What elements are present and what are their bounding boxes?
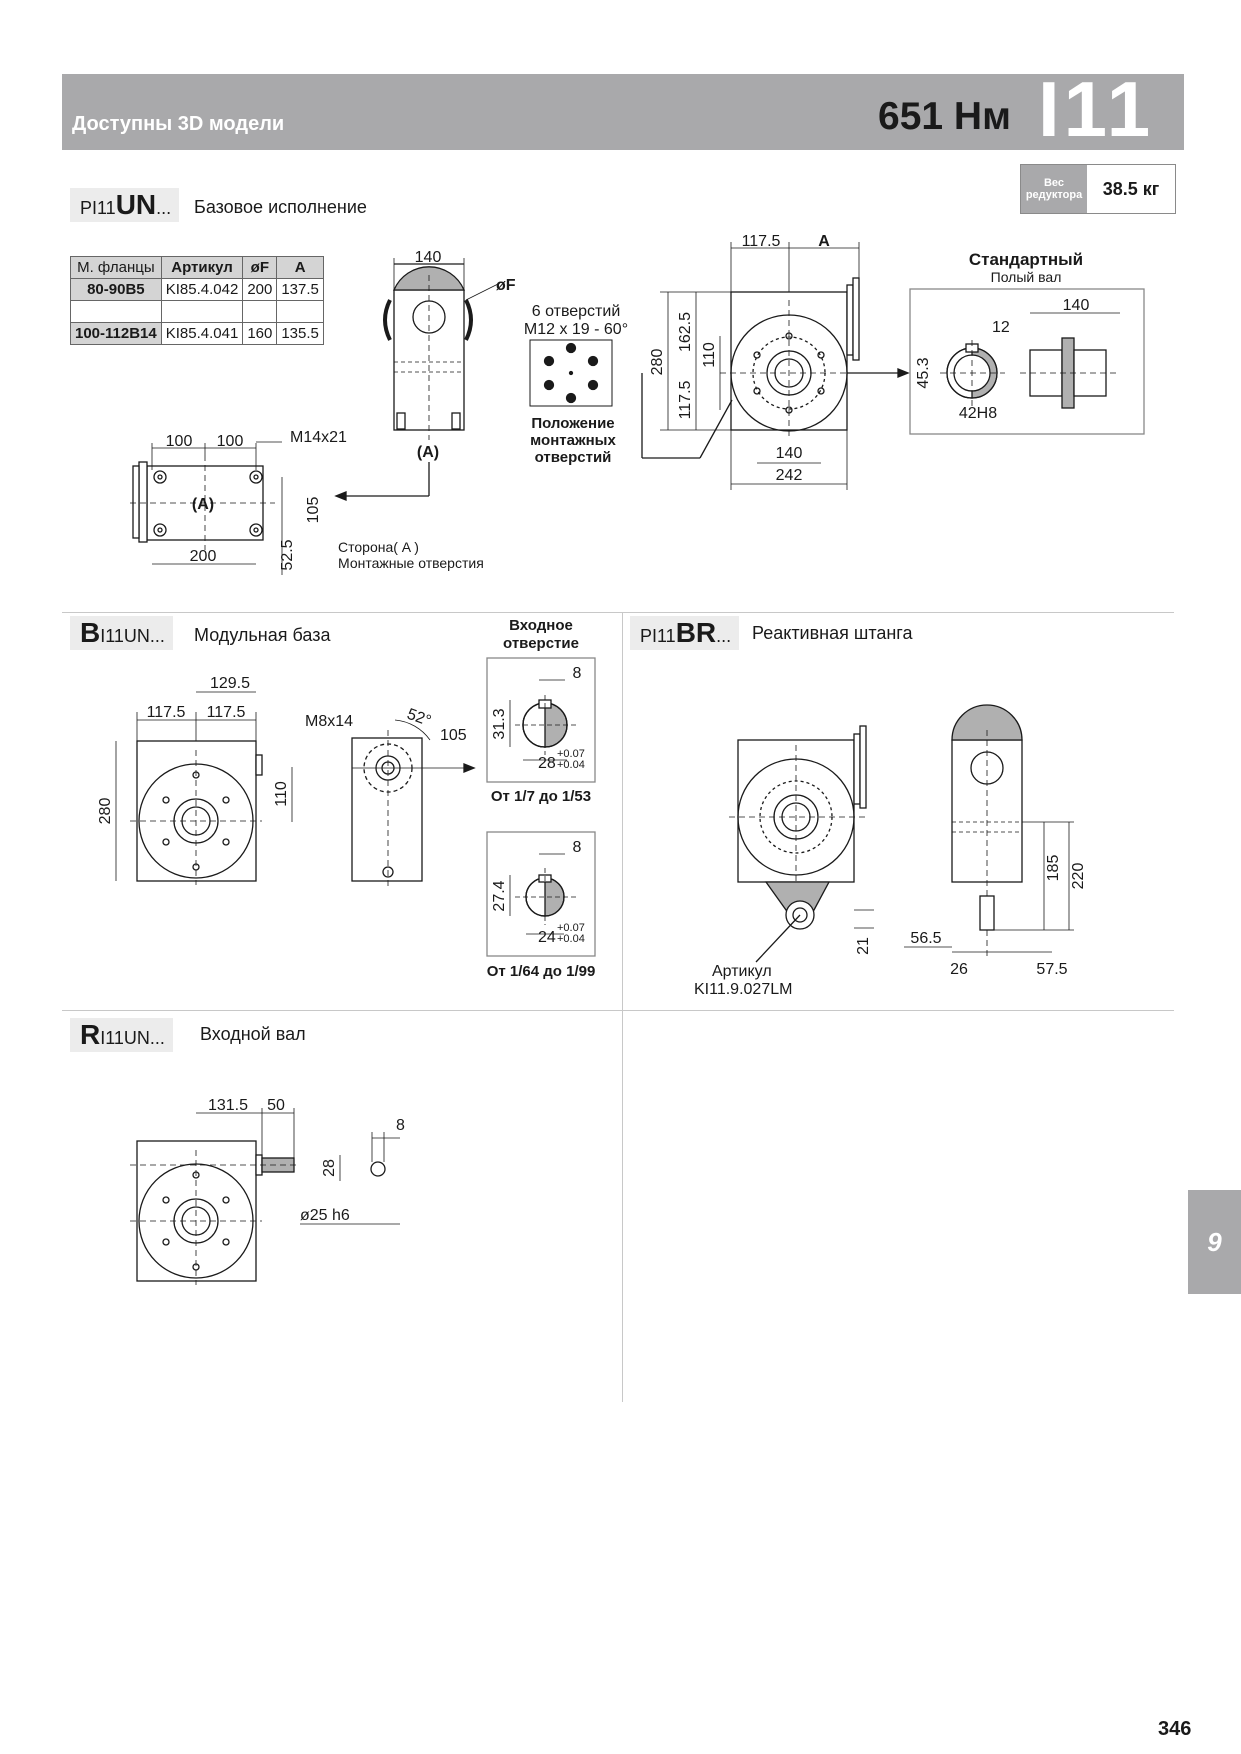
svg-text:+0.04: +0.04 [557,933,585,945]
svg-text:26: 26 [950,961,968,978]
header-bar [62,74,1184,150]
svg-text:27.4: 27.4 [491,880,508,911]
svg-text:øF: øF [496,277,516,294]
svg-text:110: 110 [701,342,718,368]
svg-text:50: 50 [267,1097,285,1114]
svg-text:8: 8 [396,1117,405,1134]
svg-text:105: 105 [440,727,467,744]
svg-text:12: 12 [992,319,1010,336]
svg-text:(A): (A) [417,444,439,461]
th-a: A [276,256,324,279]
svg-text:Сторона( A ): Сторона( A ) [338,539,419,555]
svg-text:52°: 52° [405,706,434,730]
svg-text:Монтажные отверстия: Монтажные отверстия [338,555,484,571]
svg-text:220: 220 [1070,863,1087,890]
section-title-torque-arm: Реактивная штанга [752,623,913,643]
svg-text:M12 x 19 - 60°: M12 x 19 - 60° [524,321,628,338]
input-shaft-drawings: 131.5 50 8 28 ø25 h6 [130,1097,405,1285]
section-title-base: Базовое исполнение [194,197,367,217]
torque-arm-drawings: 185 220 21 56.5 26 57.5 Артикул KI11.9.0… [694,704,1087,998]
svg-text:42H8: 42H8 [959,405,997,422]
svg-text:56.5: 56.5 [910,930,941,947]
svg-text:M14x21: M14x21 [290,429,347,446]
svg-text:117.5: 117.5 [742,233,781,250]
section-title-modular: Модульная база [194,625,331,645]
svg-text:От 1/7 до 1/53: От 1/7 до 1/53 [491,788,591,805]
flange-table: М. фланцы Артикул øF A 80-90B5 KI85.4.04… [70,256,324,345]
svg-text:31.3: 31.3 [491,708,508,739]
svg-text:+0.07: +0.07 [557,922,585,934]
svg-text:140: 140 [1063,297,1090,314]
svg-text:Полый вал: Полый вал [991,269,1062,285]
divider [622,612,623,1402]
svg-text:105: 105 [305,497,322,524]
svg-text:140: 140 [415,249,442,266]
svg-text:129.5: 129.5 [210,675,250,692]
divider [62,612,1174,613]
svg-text:A: A [818,233,830,250]
3d-models-label[interactable]: Доступны 3D модели [72,113,285,135]
svg-text:57.5: 57.5 [1036,961,1067,978]
svg-text:От 1/64 до 1/99: От 1/64 до 1/99 [487,963,596,980]
svg-text:131.5: 131.5 [208,1097,248,1114]
svg-text:52.5: 52.5 [279,539,296,570]
th-article: Артикул [160,256,244,279]
section-title-input-shaft: Входной вал [200,1024,306,1044]
svg-text:45.3: 45.3 [915,357,932,388]
svg-text:8: 8 [573,665,582,682]
svg-text:Входное: Входное [509,617,573,634]
svg-text:KI11.9.027LM: KI11.9.027LM [694,981,792,998]
svg-text:200: 200 [190,548,217,565]
svg-text:Артикул: Артикул [712,963,772,980]
svg-text:отверстий: отверстий [535,449,612,466]
svg-text:162.5: 162.5 [677,312,694,352]
svg-text:Положение: Положение [531,415,614,432]
svg-text:140: 140 [776,445,803,462]
svg-text:280: 280 [97,798,114,825]
svg-text:24: 24 [538,929,556,946]
base-drawings: 140 øF (A) 100 100 M14x21 (A) 200 105 52… [130,233,1145,575]
divider [62,1010,1174,1011]
weight-value: 38.5 кг [1102,178,1160,199]
svg-text:185: 185 [1045,855,1062,882]
svg-text:8: 8 [573,839,582,856]
svg-text:28: 28 [321,1159,338,1177]
modular-drawings: Входное отверстие 129.5 117.5 117.5 280 … [97,617,596,980]
torque-title: 651 Нм [878,95,1011,138]
table-row [70,300,324,323]
svg-text:100: 100 [166,433,193,450]
svg-text:(A): (A) [192,496,214,513]
svg-text:117.5: 117.5 [207,704,246,721]
table-row: 100-112B14 KI85.4.041 160 135.5 [70,322,324,345]
svg-text:+0.04: +0.04 [557,759,585,771]
svg-text:100: 100 [217,433,244,450]
th-phi-f: øF [242,256,278,279]
svg-text:M8x14: M8x14 [305,713,353,730]
svg-text:+0.07: +0.07 [557,748,585,760]
svg-text:28: 28 [538,755,556,772]
chapter-tab[interactable]: 9 [1188,1190,1241,1294]
svg-text:отверстие: отверстие [503,635,579,652]
svg-text:монтажных: монтажных [530,432,616,449]
svg-text:Стандартный: Стандартный [969,250,1083,269]
svg-text:6 отверстий: 6 отверстий [532,303,621,320]
svg-text:280: 280 [649,349,666,376]
svg-text:110: 110 [273,781,290,807]
page-number: 346 [1158,1718,1192,1740]
svg-text:242: 242 [776,467,803,484]
table-row: 80-90B5 KI85.4.042 200 137.5 [70,278,324,301]
svg-text:ø25 h6: ø25 h6 [300,1207,350,1224]
svg-text:21: 21 [855,937,872,955]
series-code: I11 [1038,65,1155,153]
svg-text:117.5: 117.5 [147,704,186,721]
svg-text:117.5: 117.5 [677,380,694,419]
